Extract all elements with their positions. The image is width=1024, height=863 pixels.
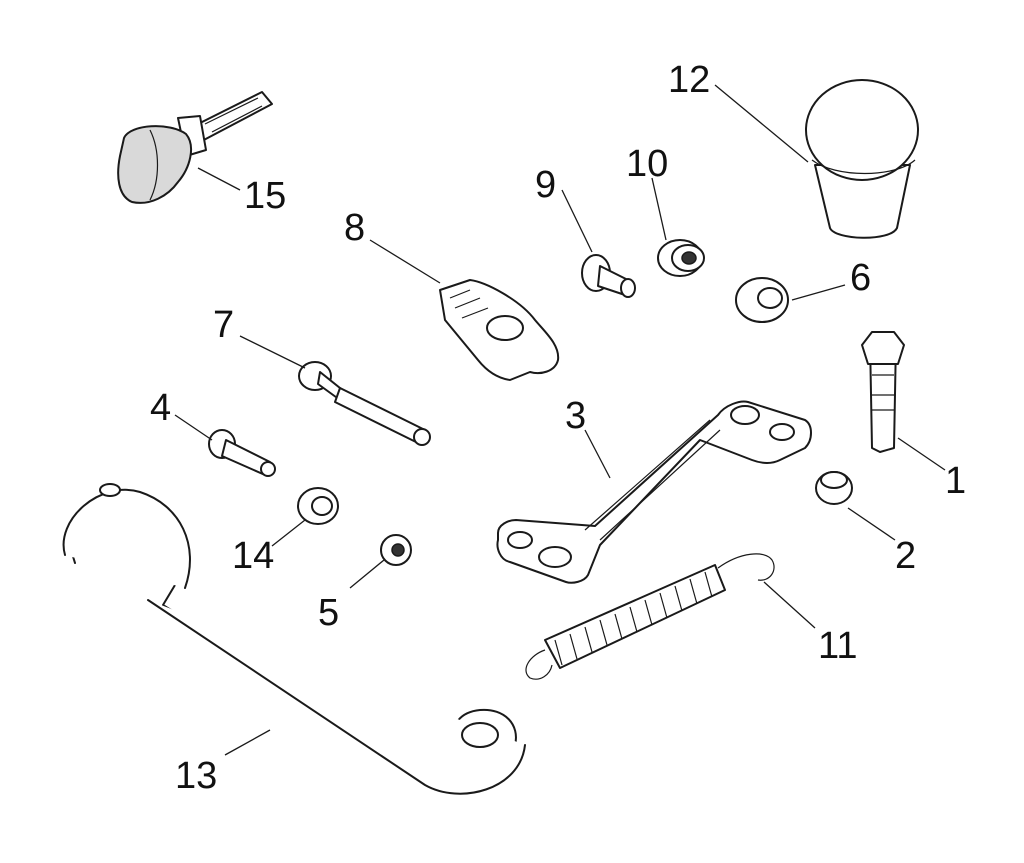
callout-1: 1 <box>945 460 966 502</box>
leader-14 <box>271 519 306 547</box>
callout-15: 15 <box>244 175 286 217</box>
leader-lines <box>174 84 946 756</box>
part-7-bolt <box>298 361 431 446</box>
part-11-spring <box>525 553 775 680</box>
leader-2 <box>847 507 896 541</box>
part-14-spacer <box>297 487 339 525</box>
part-10-nut <box>657 239 705 277</box>
callout-14: 14 <box>232 535 274 577</box>
leader-12 <box>714 84 809 163</box>
part-12-knob <box>805 79 919 239</box>
leader-11 <box>763 581 816 629</box>
callout-7: 7 <box>213 304 234 346</box>
callout-5: 5 <box>318 592 339 634</box>
leader-3 <box>584 429 611 479</box>
part-6-washer <box>735 277 789 323</box>
part-3-plate <box>496 400 812 584</box>
callout-9: 9 <box>535 164 556 206</box>
callout-11: 11 <box>818 625 857 667</box>
callout-12: 12 <box>668 59 710 101</box>
callout-3: 3 <box>565 395 586 437</box>
part-8-bracket <box>439 279 560 381</box>
leader-7 <box>239 335 306 369</box>
callout-labels: 12 15 8 9 10 6 7 4 3 1 2 14 5 11 13 <box>150 59 966 797</box>
part-5-nut <box>380 534 412 566</box>
callout-8: 8 <box>344 207 365 249</box>
part-4-bolt <box>208 429 276 477</box>
part-2-nut <box>815 471 853 505</box>
callout-4: 4 <box>150 387 171 429</box>
leader-1 <box>897 437 946 471</box>
leader-5 <box>349 559 385 589</box>
callout-2: 2 <box>895 535 916 577</box>
part-15-handle <box>117 91 273 204</box>
leader-6 <box>791 284 846 301</box>
leader-15 <box>197 167 241 191</box>
callout-10: 10 <box>626 143 668 185</box>
part-13-rod <box>62 483 526 795</box>
callout-13: 13 <box>175 755 217 797</box>
part-9-bolt <box>581 254 636 298</box>
leader-10 <box>651 177 667 241</box>
leader-9 <box>561 189 593 253</box>
leader-4 <box>174 414 213 441</box>
leader-8 <box>369 239 441 284</box>
callout-6: 6 <box>850 257 871 299</box>
part-1-bolt <box>861 331 905 453</box>
leader-13 <box>224 729 271 756</box>
